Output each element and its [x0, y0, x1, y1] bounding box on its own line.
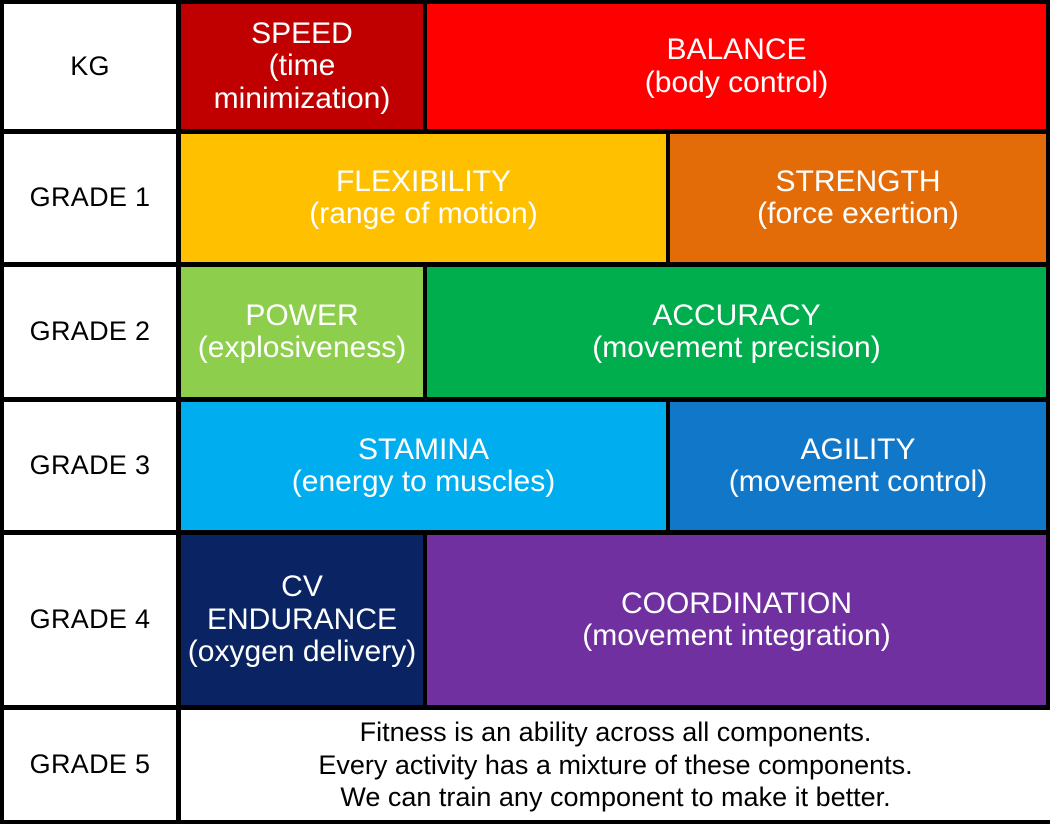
component-description: (movement precision) — [592, 331, 881, 364]
row-label-grade-3: GRADE 3 — [0, 402, 181, 530]
summary-note-line: Fitness is an ability across all compone… — [359, 716, 872, 747]
component-cell-strength: STRENGTH(force exertion) — [666, 134, 1046, 262]
component-cell-coordination: COORDINATION(movement integration) — [423, 535, 1046, 705]
component-description: (movement integration) — [582, 619, 891, 652]
row-cells: STAMINA(energy to muscles)AGILITY(moveme… — [181, 402, 1050, 530]
component-cell-power: POWER(explosiveness) — [181, 267, 423, 397]
component-name: BALANCE — [666, 33, 807, 67]
component-name: FLEXIBILITY — [335, 164, 512, 198]
summary-note-cell: Fitness is an ability across all compone… — [181, 710, 1050, 820]
component-name: CV ENDURANCE — [206, 570, 398, 636]
component-cell-flexibility: FLEXIBILITY(range of motion) — [181, 134, 666, 262]
component-name: STAMINA — [357, 432, 490, 466]
component-name: COORDINATION — [620, 586, 853, 620]
component-name: AGILITY — [800, 432, 916, 466]
component-cell-accuracy: ACCURACY(movement precision) — [423, 267, 1046, 397]
row-label-grade-2: GRADE 2 — [0, 267, 181, 397]
component-cell-stamina: STAMINA(energy to muscles) — [181, 402, 666, 530]
summary-note-line: We can train any component to make it be… — [340, 782, 891, 813]
component-name: SPEED — [251, 16, 353, 50]
component-description: (explosiveness) — [197, 331, 407, 364]
component-description: (oxygen delivery) — [187, 635, 417, 669]
component-description: (movement control) — [728, 465, 988, 498]
component-description: (energy to muscles) — [291, 465, 556, 498]
component-cell-balance: BALANCE(body control) — [423, 4, 1046, 129]
component-name: ACCURACY — [652, 298, 821, 332]
component-name: POWER — [245, 298, 359, 332]
row-label-grade-1: GRADE 1 — [0, 134, 181, 262]
row-cells: SPEED(time minimization)BALANCE(body con… — [181, 4, 1050, 129]
component-description: (force exertion) — [757, 197, 959, 230]
component-description: (time minimization) — [213, 49, 391, 115]
component-cell-speed: SPEED(time minimization) — [181, 4, 423, 129]
component-name: STRENGTH — [775, 164, 941, 198]
summary-note-text: Fitness is an ability across all compone… — [318, 716, 912, 815]
row-cells: POWER(explosiveness)ACCURACY(movement pr… — [181, 267, 1050, 397]
row-label-kg: KG — [0, 4, 181, 129]
table-row: GRADE 5 Fitness is an ability across all … — [0, 710, 1050, 824]
row-cells: FLEXIBILITY(range of motion)STRENGTH(for… — [181, 134, 1050, 262]
component-description: (body control) — [644, 65, 829, 99]
component-cell-cv-endurance: CV ENDURANCE(oxygen delivery) — [181, 535, 423, 705]
row-label-grade-4: GRADE 4 — [0, 535, 181, 705]
component-description: (range of motion) — [309, 197, 538, 230]
row-cells: CV ENDURANCE(oxygen delivery)COORDINATIO… — [181, 535, 1050, 705]
row-label-grade-5: GRADE 5 — [0, 710, 181, 820]
summary-note-line: Every activity has a mixture of these co… — [318, 749, 913, 780]
component-cell-agility: AGILITY(movement control) — [666, 402, 1046, 530]
